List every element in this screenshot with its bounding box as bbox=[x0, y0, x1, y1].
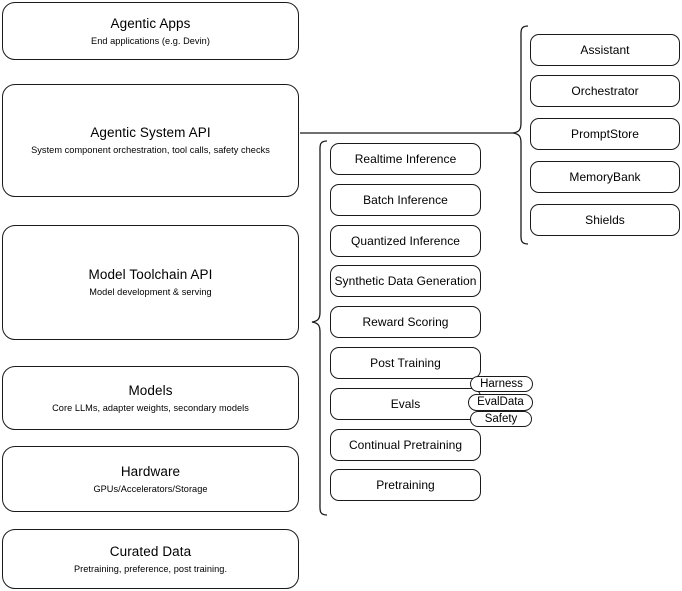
layer-title: Agentic Apps bbox=[110, 15, 191, 31]
stack-layer-hardware[interactable]: Hardware GPUs/Accelerators/Storage bbox=[2, 446, 299, 512]
eval-tag-safety[interactable]: Safety bbox=[470, 411, 532, 427]
toolchain-item-label: Realtime Inference bbox=[354, 151, 457, 166]
layer-title: Curated Data bbox=[109, 543, 192, 559]
stack-layer-agentic-system-api[interactable]: Agentic System API System component orch… bbox=[2, 84, 299, 197]
eval-tag-harness[interactable]: Harness bbox=[470, 376, 533, 392]
toolchain-item-reward-scoring[interactable]: Reward Scoring bbox=[330, 306, 481, 338]
brace-toolchain-items bbox=[311, 140, 328, 516]
toolchain-item-label: Batch Inference bbox=[363, 192, 448, 207]
eval-tag-label: Safety bbox=[484, 412, 518, 425]
system-component-label: PromptStore bbox=[571, 126, 639, 141]
toolchain-item-label: Post Training bbox=[370, 355, 441, 370]
layer-subtitle: Model development & serving bbox=[89, 287, 212, 297]
toolchain-item-post-training[interactable]: Post Training bbox=[330, 347, 481, 379]
toolchain-item-label: Evals bbox=[390, 396, 421, 411]
toolchain-item-pretraining[interactable]: Pretraining bbox=[330, 469, 481, 501]
stack-layer-model-toolchain-api[interactable]: Model Toolchain API Model development & … bbox=[2, 225, 299, 340]
layer-subtitle: Core LLMs, adapter weights, secondary mo… bbox=[52, 402, 249, 413]
stack-layer-curated-data[interactable]: Curated Data Pretraining, preference, po… bbox=[2, 529, 299, 589]
system-component-assistant[interactable]: Assistant bbox=[530, 34, 680, 66]
layer-subtitle: System component orchestration, tool cal… bbox=[31, 145, 270, 155]
system-component-label: Orchestrator bbox=[571, 83, 639, 98]
toolchain-item-label: Quantized Inference bbox=[350, 233, 461, 248]
toolchain-item-label: Continual Pretraining bbox=[348, 437, 463, 452]
system-component-memorybank[interactable]: MemoryBank bbox=[530, 161, 680, 193]
eval-tag-evaldata[interactable]: EvalData bbox=[468, 394, 533, 411]
toolchain-item-evals[interactable]: Evals bbox=[330, 388, 481, 420]
stack-layer-agentic-apps[interactable]: Agentic Apps End applications (e.g. Devi… bbox=[2, 2, 299, 60]
layer-title: Models bbox=[128, 382, 173, 398]
system-component-label: Assistant bbox=[580, 42, 630, 57]
toolchain-item-realtime-inference[interactable]: Realtime Inference bbox=[330, 143, 481, 175]
system-component-label: MemoryBank bbox=[569, 169, 641, 184]
layer-title: Agentic System API bbox=[90, 125, 211, 140]
layer-title: Model Toolchain API bbox=[88, 267, 213, 282]
toolchain-item-label: Reward Scoring bbox=[362, 314, 449, 329]
toolchain-item-label: Synthetic Data Generation bbox=[334, 273, 477, 288]
toolchain-item-batch-inference[interactable]: Batch Inference bbox=[330, 184, 481, 216]
layer-subtitle: Pretraining, preference, post training. bbox=[73, 563, 228, 574]
system-component-orchestrator[interactable]: Orchestrator bbox=[530, 75, 680, 107]
system-component-shields[interactable]: Shields bbox=[530, 204, 680, 236]
toolchain-item-continual-pretraining[interactable]: Continual Pretraining bbox=[330, 429, 481, 461]
stack-layer-models[interactable]: Models Core LLMs, adapter weights, secon… bbox=[2, 366, 299, 430]
toolchain-item-label: Pretraining bbox=[376, 477, 435, 492]
system-component-promptstore[interactable]: PromptStore bbox=[530, 118, 680, 150]
brace-system-components bbox=[512, 25, 529, 245]
layer-subtitle: End applications (e.g. Devin) bbox=[91, 35, 210, 46]
toolchain-item-quantized-inference[interactable]: Quantized Inference bbox=[330, 225, 481, 257]
layer-title: Hardware bbox=[120, 463, 181, 479]
toolchain-item-synthetic-data-generation[interactable]: Synthetic Data Generation bbox=[330, 265, 481, 297]
eval-tag-label: EvalData bbox=[477, 396, 524, 408]
layer-subtitle: GPUs/Accelerators/Storage bbox=[93, 483, 208, 494]
system-component-label: Shields bbox=[585, 212, 625, 227]
eval-tag-label: Harness bbox=[480, 377, 523, 390]
